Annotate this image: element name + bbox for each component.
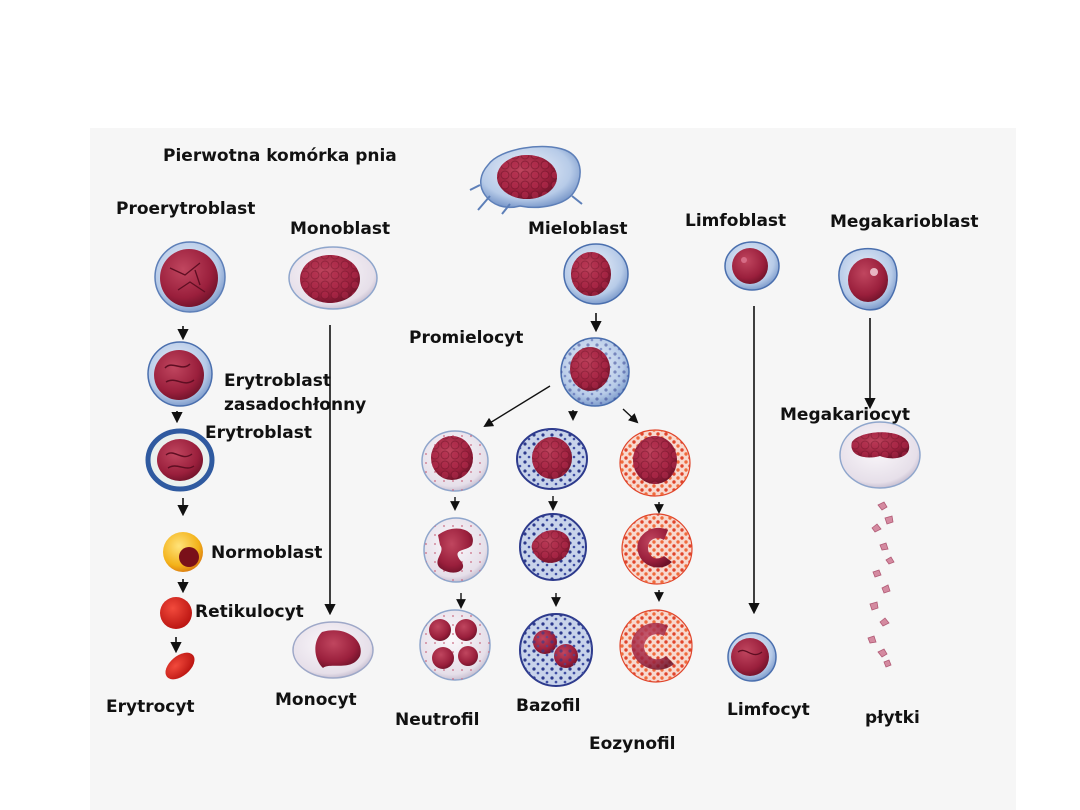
label-proerytroblast: Proerytroblast	[116, 199, 256, 219]
myeloid-arrows	[450, 496, 664, 609]
neutrofil-cell	[419, 609, 491, 681]
label-erytrocyt: Erytrocyt	[106, 697, 195, 717]
eozynofil-mielocyt-cell	[619, 429, 691, 497]
label-mieloblast: Mieloblast	[528, 219, 628, 239]
label-normoblast: Normoblast	[211, 543, 323, 563]
label-monocyt: Monocyt	[275, 690, 357, 710]
plytki-fragments	[867, 501, 895, 668]
retikulocyt-cell	[160, 597, 192, 629]
erytroblast-zasadochlonny-cell	[147, 341, 213, 407]
monocyt-cell	[292, 621, 374, 679]
eozynofil-metamielocyt-cell	[621, 513, 693, 585]
limfoblast-cell	[724, 241, 780, 291]
label-erytroblast-zasadochlonny-1: Erytroblast	[224, 371, 331, 391]
label-erytroblast-zasadochlonny-2: zasadochłonny	[224, 395, 367, 415]
label-limfoblast: Limfoblast	[685, 211, 787, 231]
label-erytroblast: Erytroblast	[205, 423, 312, 443]
promielocyt-cell	[560, 337, 630, 407]
erytroblast-cell	[145, 428, 215, 492]
label-megakarioblast: Megakarioblast	[830, 212, 979, 232]
megakarioblast-cell	[838, 247, 898, 311]
limfocyt-cell	[727, 632, 777, 682]
neutrofil-metamielocyt-cell	[423, 517, 489, 583]
eozynofil-cell	[619, 609, 693, 683]
label-promielocyt: Promielocyt	[409, 328, 524, 348]
label-plytki: płytki	[865, 708, 920, 728]
promielocyt-arrows	[483, 385, 639, 428]
erytrocyt-cell	[165, 652, 195, 680]
proerytroblast-cell	[154, 241, 226, 313]
label-monoblast: Monoblast	[290, 219, 391, 239]
bazofil-metamielocyt-cell	[519, 513, 587, 581]
label-eozynofil: Eozynofil	[589, 734, 676, 754]
neutrofil-mielocyt-cell	[421, 430, 489, 492]
bazofil-mielocyt-cell	[516, 428, 588, 490]
normoblast-cell	[163, 532, 203, 572]
monoblast-cell	[288, 246, 378, 310]
erythroid-arrows	[170, 326, 189, 654]
label-stem: Pierwotna komórka pnia	[163, 146, 397, 166]
label-neutrofil: Neutrofil	[395, 710, 480, 730]
megakariocyt-cell	[839, 421, 921, 489]
label-megakariocyt: Megakariocyt	[780, 405, 911, 425]
label-limfocyt: Limfocyt	[727, 700, 810, 720]
mieloblast-cell	[563, 243, 629, 305]
bazofil-cell	[519, 613, 593, 687]
label-bazofil: Bazofil	[516, 696, 581, 716]
label-retikulocyt: Retikulocyt	[195, 602, 304, 622]
stem-cell	[469, 145, 583, 215]
